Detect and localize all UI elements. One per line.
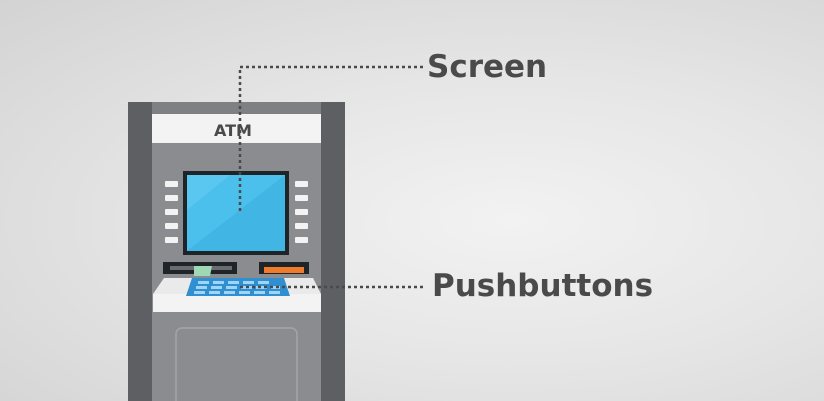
side-key xyxy=(295,209,308,215)
left-side-keys xyxy=(165,181,178,243)
side-key xyxy=(295,237,308,243)
atm-machine: ATM xyxy=(128,102,345,401)
atm-left-side-panel xyxy=(128,102,152,401)
atm-sign-panel xyxy=(152,114,321,143)
atm-right-side-panel xyxy=(321,102,345,401)
receipt-paper xyxy=(194,266,212,276)
atm-screen xyxy=(183,171,289,255)
screen-label: Screen xyxy=(427,49,548,85)
atm-cabinet-door xyxy=(175,327,298,401)
pushbuttons-label: Pushbuttons xyxy=(432,268,654,304)
side-key xyxy=(165,181,178,187)
side-key xyxy=(165,223,178,229)
side-key xyxy=(295,181,308,187)
keypad-buttons xyxy=(194,281,280,294)
side-key xyxy=(295,223,308,229)
side-key xyxy=(165,237,178,243)
atm-sign-label: ATM xyxy=(214,121,252,140)
leader-lines xyxy=(238,65,425,289)
right-side-keys xyxy=(295,181,308,243)
screen-leader-line xyxy=(238,65,423,211)
side-key xyxy=(165,209,178,215)
card-slot xyxy=(259,262,309,274)
keypad-shelf xyxy=(153,278,321,312)
card-slot-indicator xyxy=(264,267,304,273)
side-key xyxy=(165,195,178,201)
side-key xyxy=(295,195,308,201)
receipt-slot xyxy=(163,262,237,276)
